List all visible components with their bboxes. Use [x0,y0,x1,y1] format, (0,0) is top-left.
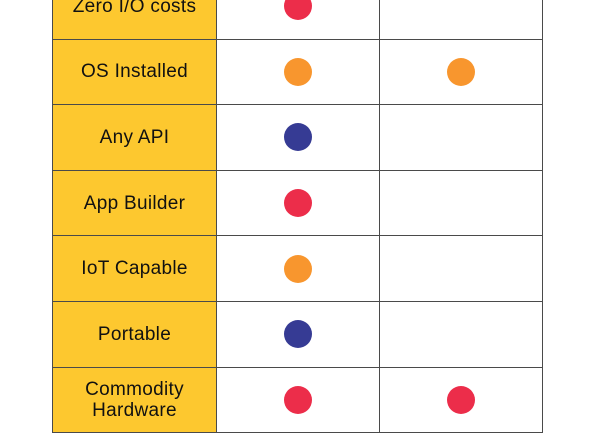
red-dot-icon [284,0,312,21]
feature-label: App Builder [83,192,186,214]
table-row: IoT Capable [52,235,543,302]
feature-col1-cell [216,169,380,237]
feature-col1-cell [216,0,380,40]
feature-col2-cell [379,104,543,171]
feature-col1-cell [216,38,380,106]
feature-col1-cell [216,300,380,368]
feature-label: Zero I/O costs [72,0,197,17]
red-dot-icon [447,385,475,414]
feature-col2-cell [379,300,543,368]
feature-label-cell: IoT Capable [52,235,217,302]
feature-label-cell: Portable [52,300,217,368]
navy-dot-icon [284,123,312,152]
feature-col1-cell [216,104,380,171]
navy-dot-icon [284,320,312,349]
feature-label: Commodity Hardware [85,378,184,421]
feature-col2-cell [379,0,543,40]
feature-label-cell: Zero I/O costs [52,0,217,40]
feature-label: Portable [97,323,172,345]
feature-col1-cell [216,366,380,433]
feature-label: IoT Capable [81,258,188,280]
orange-dot-icon [284,254,312,283]
feature-label: OS Installed [80,61,189,83]
feature-label: Any API [99,126,170,148]
feature-col2-cell [379,38,543,106]
feature-label-cell: Any API [52,104,217,171]
feature-col2-cell [379,366,543,433]
table-row: Zero I/O costs [52,0,543,40]
red-dot-icon [284,189,312,218]
table-row: App Builder [52,169,543,237]
table-row: Any API [52,104,543,171]
feature-col2-cell [379,169,543,237]
table-row: Commodity Hardware [52,366,543,433]
feature-label-cell: Commodity Hardware [52,366,217,433]
table-row: OS Installed [52,38,543,106]
feature-label-cell: App Builder [52,169,217,237]
orange-dot-icon [447,57,475,86]
red-dot-icon [284,385,312,414]
table-row: Portable [52,300,543,368]
orange-dot-icon [284,57,312,86]
feature-label-cell: OS Installed [52,38,217,106]
feature-col1-cell [216,235,380,302]
feature-col2-cell [379,235,543,302]
